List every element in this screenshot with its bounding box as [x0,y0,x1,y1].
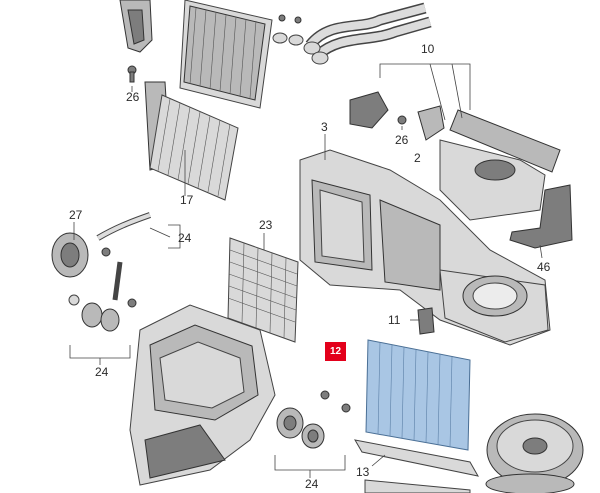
callout-3: 3 [321,120,328,134]
screw-part [127,65,137,83]
callout-26-left: 26 [126,90,140,104]
callout-10: 10 [421,42,435,56]
callout-17: 17 [180,193,194,207]
callout-13: 13 [356,465,370,479]
motor-and-hose-parts [51,212,151,332]
cabin-filter-top [179,0,273,109]
bracket-part [119,0,153,53]
callout-24-bottom: 24 [305,477,319,491]
callout-leaders [69,63,543,478]
callout-24-upper: 24 [178,231,192,245]
heat-exchanger [144,81,239,201]
distribution-housing [129,304,276,486]
callout-46: 46 [537,260,551,274]
clip-part [417,307,435,335]
cabin-filter-23 [227,237,299,343]
hose-clip-parts [272,14,304,46]
mounting-bracket [509,184,573,249]
callout-24-left: 24 [95,365,109,379]
pollen-filter [365,339,471,451]
callout-12-highlighted: 12 [325,342,347,361]
gear-parts [276,390,351,449]
callout-23: 23 [259,218,273,232]
cover-plate [354,439,479,493]
actuator-parts [349,91,561,221]
callout-27: 27 [69,208,83,222]
callout-26-right: 26 [395,133,409,147]
callout-11: 11 [388,313,401,327]
blower-motor [485,413,584,493]
callout-2: 2 [414,151,421,165]
hvac-housing [299,149,551,346]
heater-pipes [303,2,432,65]
